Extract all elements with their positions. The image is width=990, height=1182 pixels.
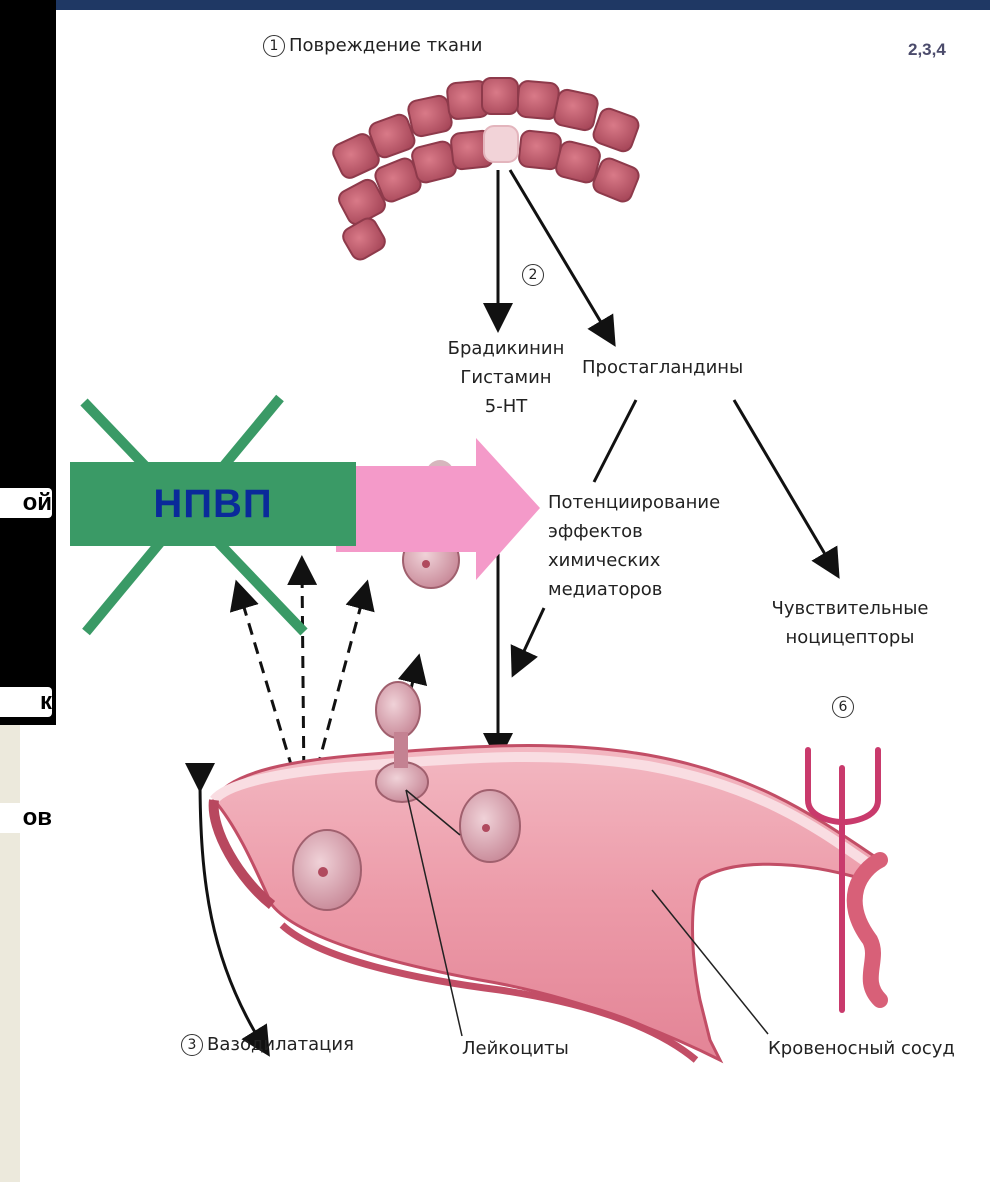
step-6-marker: 6: [832, 696, 854, 718]
label-vasodilation-text: Вазодилатация: [207, 1034, 354, 1055]
damaged-cell: [484, 126, 518, 162]
label-potentiation: Потенциирование эффектов химических меди…: [548, 488, 720, 604]
label-bradykinin: Брадикинин: [446, 334, 566, 363]
label-nociceptors-line2: ноцицепторы: [770, 623, 930, 652]
step-2-marker: 2: [522, 264, 544, 286]
label-prostaglandins: Простагландины: [582, 355, 743, 381]
line-to-potentiation: [594, 400, 636, 482]
leukocyte-bridge: [394, 732, 408, 768]
label-potentiation-line2: эффектов: [548, 517, 720, 546]
label-potentiation-line4: медиаторов: [548, 575, 720, 604]
label-5ht: 5-HT: [446, 392, 566, 421]
label-nociceptors-line1: Чувствительные: [770, 594, 930, 623]
step-1-marker: 1: [263, 35, 285, 57]
label-tissue-damage-text: Повреждение ткани: [289, 35, 483, 56]
tissue-cells: [330, 78, 641, 263]
label-blood-vessel: Кровеносный сосуд: [768, 1036, 955, 1062]
arrow-to-nociceptors: [734, 400, 832, 566]
label-potentiation-line3: химических: [548, 546, 720, 575]
label-histamine: Гистамин: [446, 363, 566, 392]
label-potentiation-line1: Потенциирование: [548, 488, 720, 517]
label-step-6: 6: [832, 694, 858, 720]
label-step-2: 2: [522, 262, 548, 288]
npvp-label: НПВП: [70, 462, 356, 546]
label-nociceptors: Чувствительные ноцицепторы: [770, 594, 930, 652]
label-mediators: Брадикинин Гистамин 5-HT: [446, 334, 566, 421]
arrow-potentiation-down: [518, 608, 544, 664]
step-3-marker: 3: [181, 1034, 203, 1056]
label-leukocytes: Лейкоциты: [462, 1036, 569, 1062]
arrow-to-prostaglandins: [510, 170, 608, 334]
leukocyte-outside-nucleus: [422, 560, 430, 568]
